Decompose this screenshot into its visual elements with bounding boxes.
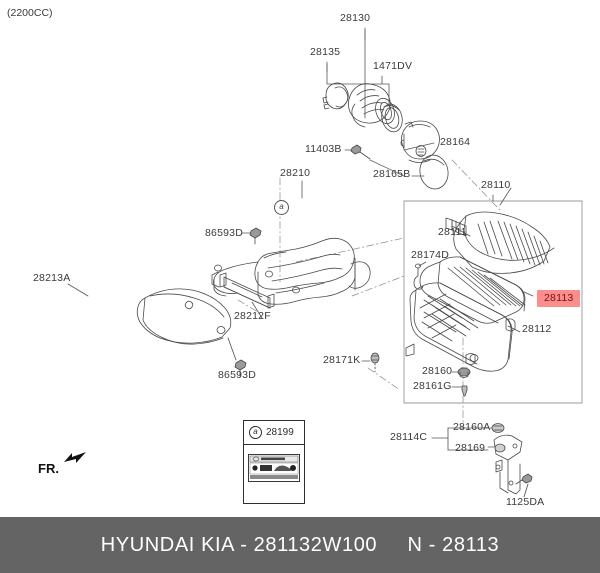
callout-28135[interactable]: 28135 — [310, 46, 341, 58]
callout-1471DV[interactable]: 1471DV — [373, 60, 413, 72]
legend-marker-a: a — [249, 426, 262, 439]
legend-row: a 28199 — [244, 421, 304, 445]
front-arrow-icon — [64, 452, 86, 463]
fr-label: FR. — [38, 461, 59, 476]
footer-suffix-number: 28113 — [442, 533, 500, 556]
footer-part-caption: HYUNDAI KIA - 281132W100 N - 28113 — [101, 534, 500, 557]
callout-11403B[interactable]: 11403B — [305, 143, 342, 155]
hyundai-caution-label-graphic — [248, 454, 300, 482]
footer-separator: - — [240, 533, 248, 556]
callout-28110[interactable]: 28110 — [481, 179, 511, 191]
footer-part-number: 281132W100 — [253, 533, 378, 556]
callout-1125DA[interactable]: 1125DA — [506, 496, 545, 508]
callout-28174D[interactable]: 28174D — [411, 249, 449, 261]
callout-86593D-bottom[interactable]: 86593D — [218, 369, 256, 381]
callout-28111[interactable]: 28111 — [438, 226, 467, 238]
callout-28112[interactable]: 28112 — [522, 323, 552, 335]
footer-brand: HYUNDAI KIA — [100, 533, 235, 556]
callout-28212F[interactable]: 28212F — [234, 310, 271, 322]
duct-callout-marker-a: a — [274, 200, 289, 215]
callout-28169[interactable]: 28169 — [455, 442, 486, 454]
legend-part-number[interactable]: 28199 — [266, 427, 294, 438]
callout-28171K[interactable]: 28171K — [323, 354, 361, 366]
footer-suffix-prefix: N — [407, 533, 423, 556]
callout-28164[interactable]: 28164 — [440, 136, 471, 148]
callout-28161G[interactable]: 28161G — [413, 380, 452, 392]
footer-suffix-separator: - — [428, 533, 436, 556]
engine-displacement-note: (2200CC) — [7, 7, 53, 19]
callout-28160A[interactable]: 28160A — [453, 421, 491, 433]
callout-86593D-top[interactable]: 86593D — [205, 227, 243, 239]
callout-28165B[interactable]: 28165B — [373, 168, 411, 180]
callout-28213A[interactable]: 28213A — [33, 272, 71, 284]
legend-box: a 28199 — [243, 420, 305, 504]
callout-28113-highlighted[interactable]: 28113 — [537, 290, 581, 307]
callout-28210[interactable]: 28210 — [280, 167, 311, 179]
front-orientation-marker: FR. — [38, 452, 86, 478]
callout-28160[interactable]: 28160 — [422, 365, 453, 377]
footer-bar: HYUNDAI KIA - 281132W100 N - 28113 — [0, 517, 600, 573]
callout-28114C[interactable]: 28114C — [390, 431, 428, 443]
callout-28130[interactable]: 28130 — [340, 12, 371, 24]
